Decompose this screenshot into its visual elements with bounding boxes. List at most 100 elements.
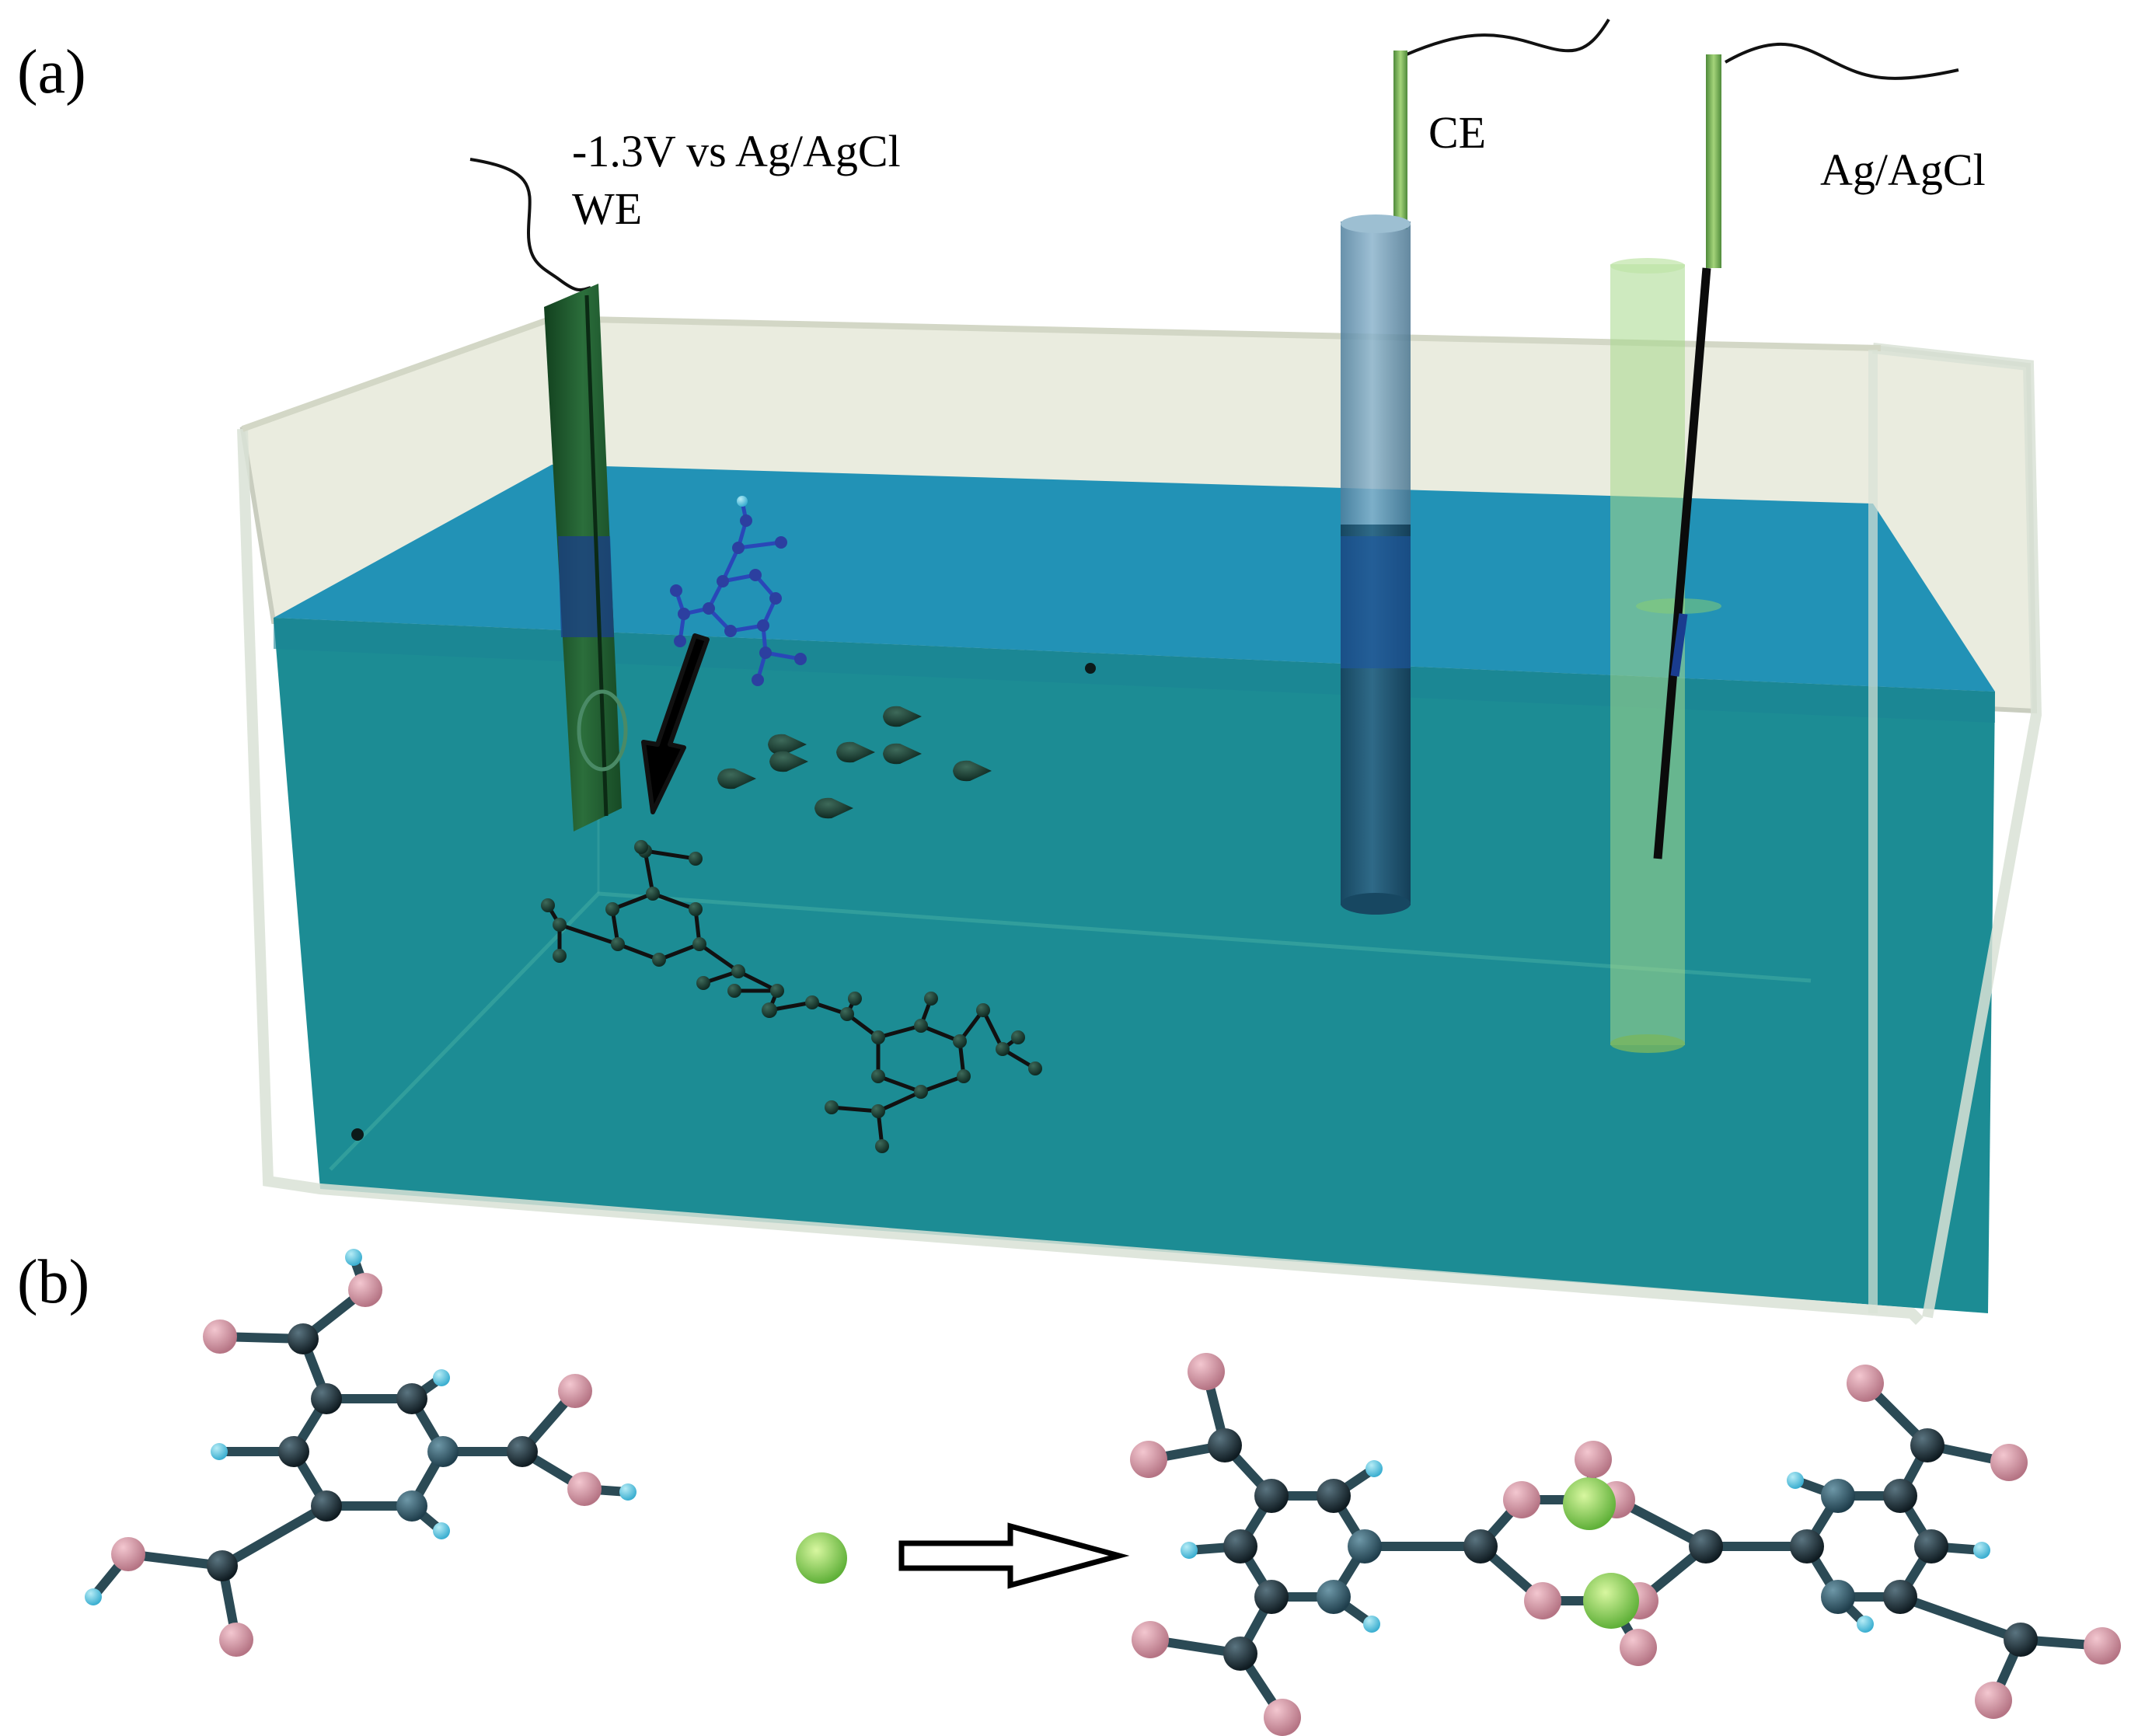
tank-frame-top (241, 315, 553, 432)
atom (692, 937, 706, 951)
we-lead-wire (469, 158, 591, 291)
reaction-arrow-icon (898, 1522, 1130, 1589)
atom (749, 569, 762, 581)
carbon-atom (1223, 1529, 1257, 1563)
ref-lead-wire (1725, 43, 1959, 80)
atom (678, 608, 690, 620)
metal-ion-cone (836, 741, 875, 763)
bond (616, 942, 661, 962)
bond (650, 891, 698, 912)
carbon-atom (1463, 1529, 1498, 1563)
metal-complex-product (1130, 1353, 2121, 1736)
ce-tube-bottom (1341, 893, 1411, 915)
atom (914, 1019, 928, 1033)
oxygen-atom (2084, 1627, 2121, 1665)
metal-ion-cones (717, 706, 992, 819)
particle (1085, 663, 1096, 674)
hydrogen-atom (1363, 1616, 1380, 1633)
carbon-atom (396, 1490, 427, 1522)
metal-atom (1583, 1573, 1639, 1629)
carbon-atom (427, 1436, 459, 1467)
oxygen-atom (1264, 1699, 1301, 1736)
carbon-atom (288, 1323, 319, 1354)
ref-wire (1706, 54, 1721, 268)
carbon-atom (311, 1383, 342, 1414)
oxygen-atom (1524, 1582, 1561, 1619)
atom (553, 918, 567, 932)
carbon-atom (311, 1490, 342, 1522)
bond (557, 922, 620, 946)
carbon-atom (1914, 1529, 1948, 1563)
carbon-atom (207, 1550, 238, 1581)
atom (652, 953, 666, 967)
bond (697, 942, 741, 974)
carbon-atom (1317, 1479, 1351, 1513)
carbon-atom (1317, 1580, 1351, 1614)
oxygen-atom (219, 1623, 253, 1657)
hydrogen-atom (211, 1443, 228, 1460)
hydrogen-atom (1973, 1542, 1990, 1559)
oxygen-atom (1847, 1365, 1884, 1402)
ref-label: Ag/AgCl (1820, 145, 1986, 195)
oxygen-atom (1620, 1629, 1657, 1666)
working-electrode (469, 158, 628, 831)
carbon-atom (396, 1383, 427, 1414)
hydrogen-atom (433, 1522, 450, 1539)
hydrogen-atom (85, 1588, 102, 1605)
atom (731, 964, 745, 978)
atom (871, 1069, 885, 1083)
ref-wire-submerged-mid (1670, 613, 1688, 677)
ce-tube-mid (1341, 536, 1411, 668)
atom (957, 1069, 971, 1083)
carbon-atom (1254, 1580, 1289, 1614)
solution-front-face (274, 618, 1995, 1313)
carbon-atom (278, 1436, 309, 1467)
hydrogen-atom (1181, 1542, 1198, 1559)
oxygen-atom (111, 1537, 145, 1571)
atom (762, 1002, 777, 1018)
oxygen-atom (1975, 1682, 2012, 1719)
hydrogen-atom (1365, 1460, 1383, 1477)
carbon-atom (1790, 1529, 1824, 1563)
atom (740, 514, 752, 527)
atom (674, 635, 686, 647)
atom (759, 647, 772, 659)
bond (643, 849, 698, 861)
ligand-molecule-solution (670, 496, 807, 686)
metal-ion-cone (717, 768, 756, 790)
panel-label-a: (a) (17, 38, 86, 106)
oxygen-atom (1990, 1444, 2028, 1481)
metal-ion-cone (814, 797, 853, 819)
metal-ion-cone (883, 706, 922, 727)
atom (611, 937, 625, 951)
we-plate-submerged (558, 536, 614, 637)
we-label: WE (572, 183, 643, 234)
carbon-atom (1254, 1479, 1289, 1513)
carbon-atom (1348, 1529, 1382, 1563)
metal-ion-cone (883, 743, 922, 765)
carbon-atom (2004, 1623, 2038, 1657)
hydrogen-atom (1787, 1472, 1804, 1489)
ligand-molecule (85, 1249, 637, 1657)
atom (996, 1042, 1010, 1056)
bond (610, 891, 655, 912)
atom (541, 898, 555, 912)
atom (848, 992, 862, 1006)
atom (871, 1030, 885, 1044)
ce-wire (1393, 51, 1407, 229)
oxygen-atom (348, 1273, 382, 1307)
atom (689, 852, 703, 866)
atom (871, 1104, 885, 1118)
oxygen-atom (1130, 1441, 1167, 1478)
atom (717, 575, 729, 587)
atom (689, 902, 703, 916)
bond (643, 849, 655, 896)
tank-frame-right (1872, 343, 2042, 1319)
bond (657, 942, 702, 962)
atom (775, 536, 787, 549)
atom (976, 1003, 990, 1017)
ce-lead-wire (1406, 18, 1610, 56)
ce-tube (1341, 221, 1411, 525)
bond (1896, 1592, 2025, 1644)
